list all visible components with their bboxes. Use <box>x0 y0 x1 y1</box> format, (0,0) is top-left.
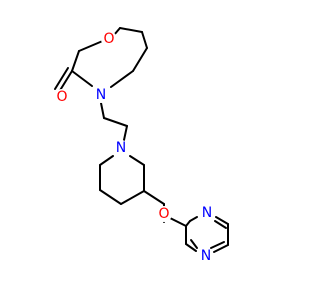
bond <box>210 241 225 249</box>
atom-n-piperidine: N <box>116 140 126 156</box>
bond <box>58 70 73 93</box>
atom-o-carbonyl: O <box>56 89 67 105</box>
bond <box>123 125 128 141</box>
carbonyl-group <box>54 67 73 93</box>
chemical-structure-diagram: O O N N O N N <box>54 27 229 264</box>
bond <box>129 155 145 166</box>
bond <box>215 216 229 225</box>
bond <box>169 217 187 227</box>
bond <box>100 102 105 119</box>
atom-o-ring: O <box>103 31 114 47</box>
ethyl-linker <box>100 102 128 141</box>
atom-n-pyrimidine-top: N <box>202 205 212 221</box>
atom-n-pyrimidine-bottom: N <box>201 248 211 264</box>
bond <box>185 220 191 227</box>
piperidine-ring <box>99 155 145 205</box>
bond <box>185 243 197 252</box>
bond <box>214 220 227 229</box>
bond <box>103 117 128 127</box>
pyrimidine-ring <box>185 216 229 253</box>
bond <box>141 31 148 49</box>
bond <box>190 239 198 249</box>
bond <box>99 155 114 166</box>
bond <box>110 70 134 88</box>
bond <box>143 190 165 205</box>
atom-n-oxazepane: N <box>96 87 106 103</box>
atom-o-ether: O <box>158 206 169 222</box>
bond <box>78 39 106 52</box>
bond <box>119 27 143 33</box>
bond <box>99 189 122 205</box>
atom-labels: O O N N O N N <box>54 31 215 264</box>
bond <box>54 67 69 90</box>
bond <box>71 50 80 72</box>
bond <box>71 70 93 87</box>
bond <box>120 190 145 205</box>
bond <box>213 244 229 253</box>
bond <box>132 47 148 72</box>
oxazepanone-ring <box>71 27 148 88</box>
bond <box>189 216 198 222</box>
